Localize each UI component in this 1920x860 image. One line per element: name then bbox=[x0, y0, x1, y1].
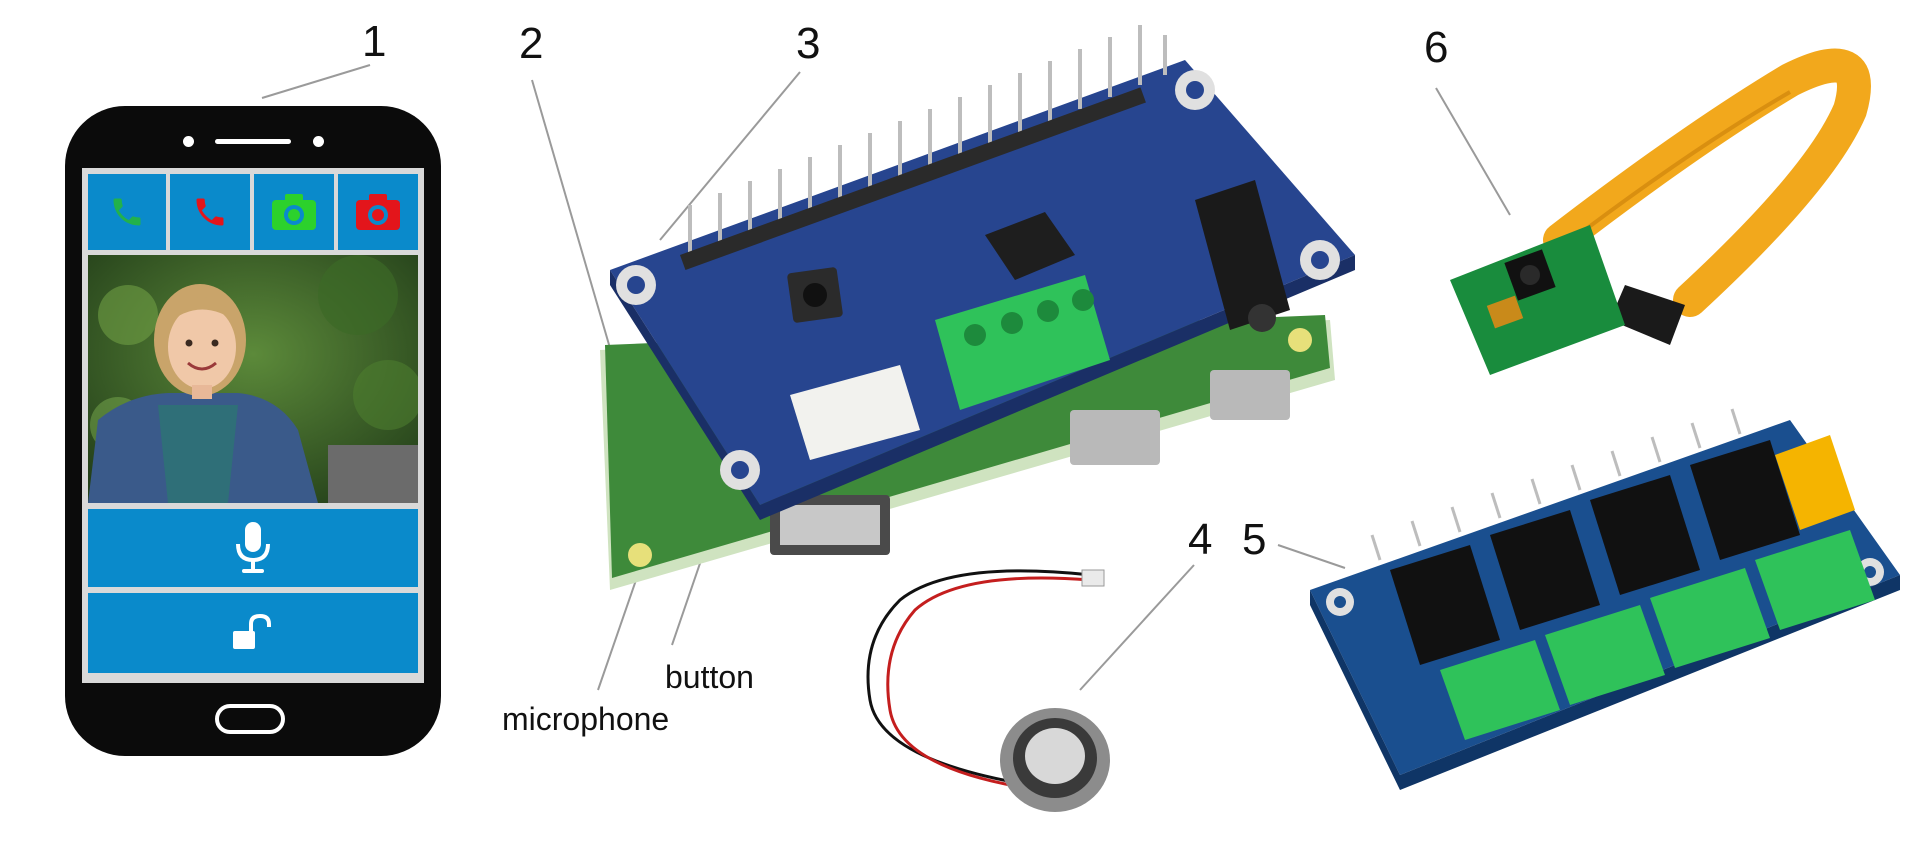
phone-camera-dot bbox=[313, 136, 324, 147]
label-button: button bbox=[665, 659, 754, 695]
callout-number-6: 6 bbox=[1424, 23, 1449, 72]
phone-illustration bbox=[65, 106, 441, 756]
callout-number-5: 5 bbox=[1242, 515, 1267, 564]
label-microphone: microphone bbox=[502, 701, 670, 737]
camera-off-tile[interactable] bbox=[338, 174, 418, 250]
phone-sensor-dot bbox=[183, 136, 194, 147]
camera-off-icon bbox=[356, 194, 400, 230]
unlock-door-button[interactable] bbox=[88, 593, 418, 673]
audio-hat-board bbox=[610, 25, 1355, 520]
phone-accept-icon bbox=[113, 198, 141, 226]
accept-call-tile[interactable] bbox=[88, 174, 166, 250]
phone-screen bbox=[82, 168, 424, 683]
home-button bbox=[215, 704, 285, 734]
microphone-button[interactable] bbox=[88, 509, 418, 587]
callout-number-1: 1 bbox=[362, 17, 387, 66]
phone-hangup-icon bbox=[196, 198, 224, 226]
relay-board bbox=[1310, 408, 1900, 790]
speaker-component bbox=[866, 569, 1110, 812]
hangup-call-tile[interactable] bbox=[170, 174, 250, 250]
camera-on-tile[interactable] bbox=[254, 174, 334, 250]
callout-number-2: 2 bbox=[519, 19, 544, 68]
callout-number-4: 4 bbox=[1188, 515, 1213, 564]
camera-on-icon bbox=[272, 194, 316, 230]
microphone-icon bbox=[236, 522, 270, 573]
video-feed-photo bbox=[88, 255, 418, 503]
phone-earpiece bbox=[215, 139, 291, 144]
unlock-icon bbox=[233, 613, 271, 649]
camera-module bbox=[1450, 48, 1871, 375]
callout-number-3: 3 bbox=[796, 19, 821, 68]
